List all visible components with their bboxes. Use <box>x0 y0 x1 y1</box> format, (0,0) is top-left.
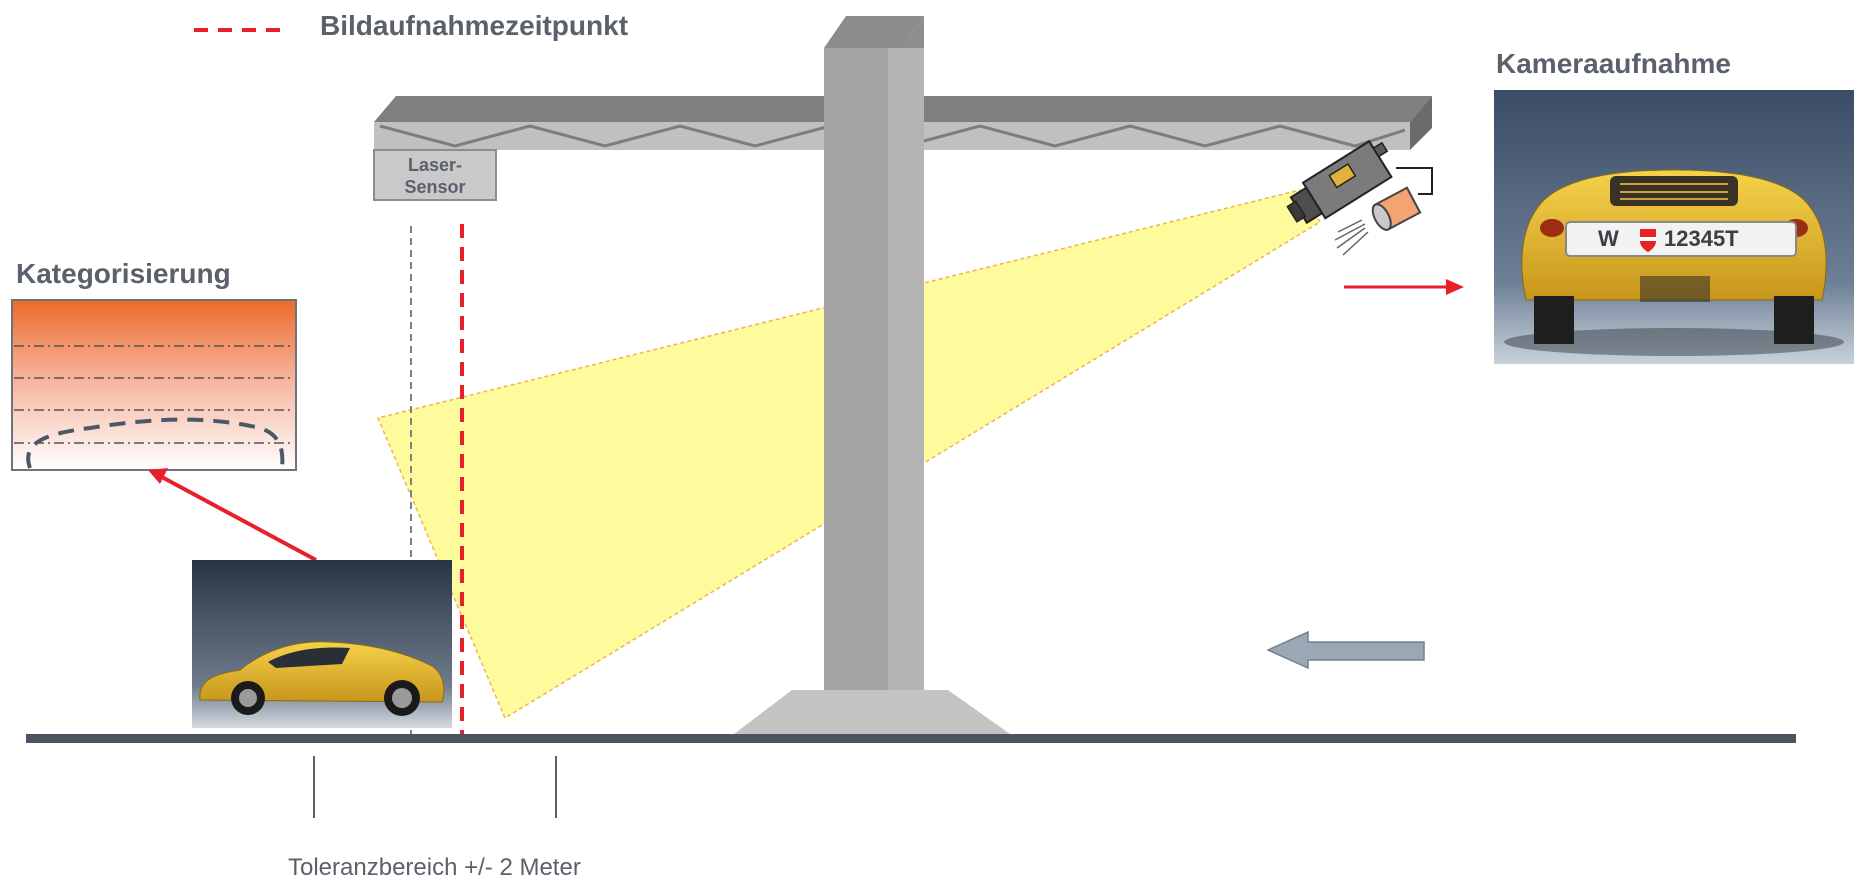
side-car-photo <box>192 560 452 728</box>
laser-sensor-label: Laser- Sensor <box>376 154 494 198</box>
plate-number: 12345T <box>1664 226 1739 252</box>
road-line <box>26 734 1796 743</box>
legend-label: Bildaufnahmezeitpunkt <box>320 10 628 42</box>
camera-icon <box>1281 136 1432 255</box>
laser-sensor-line2: Sensor <box>376 176 494 198</box>
plate-city: W <box>1598 226 1619 252</box>
laser-sensor-line1: Laser- <box>376 154 494 176</box>
red-arrow-to-photo <box>1344 279 1464 295</box>
categorization-title: Kategorisierung <box>16 258 231 290</box>
travel-direction-arrow <box>1268 632 1424 668</box>
red-arrow-to-categorization <box>148 468 316 560</box>
camera-capture-title: Kameraaufnahme <box>1496 48 1731 80</box>
categorization-profile <box>12 300 296 470</box>
tolerance-label: Toleranzbereich +/- 2 Meter <box>288 854 581 882</box>
